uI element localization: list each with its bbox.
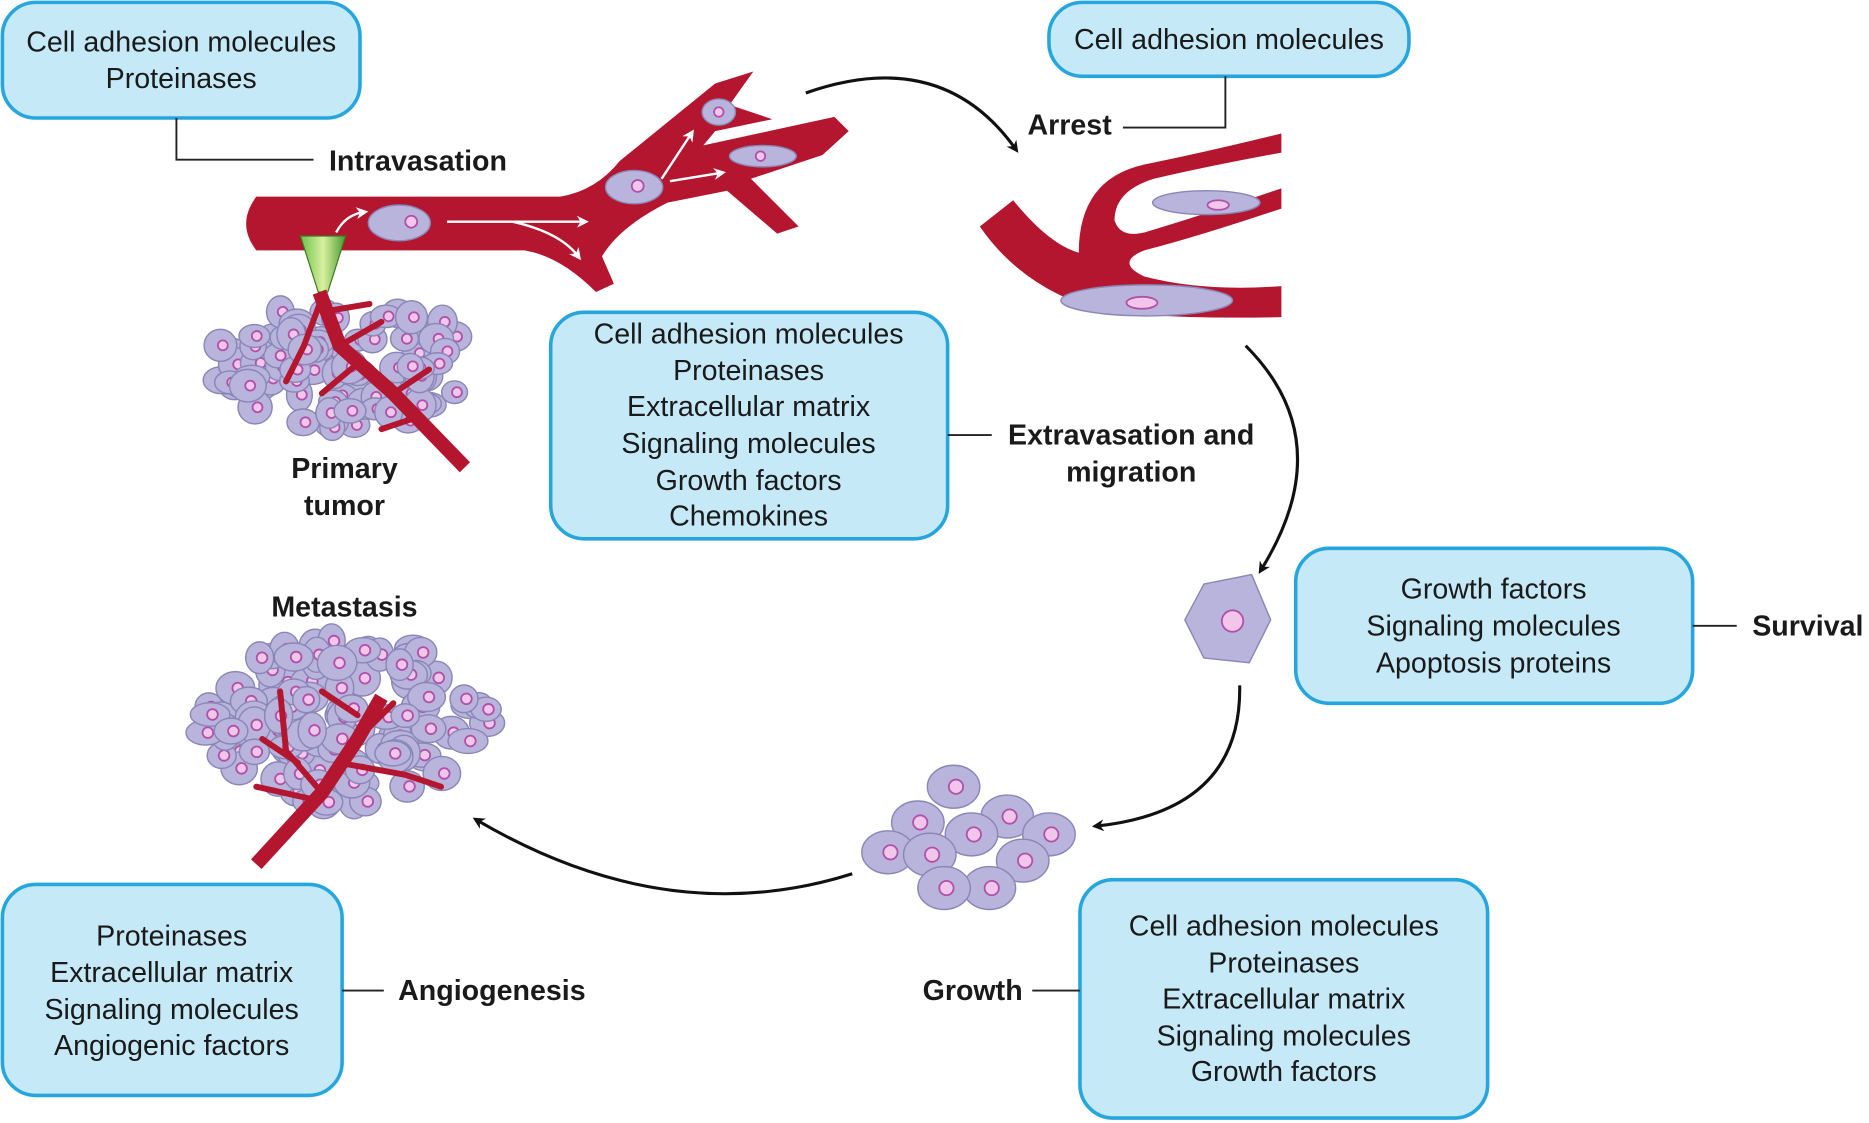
metastatic-tumor [185,623,506,870]
surviving-cell [1184,573,1272,664]
label-primary: Primary [291,453,398,485]
blood-vessel-branch [283,295,325,385]
box-text: Cell adhesion molecules [26,26,336,58]
box-text: Growth factors [656,465,842,497]
intravasation-cone [299,235,347,293]
blood-vessel-primary [246,71,849,293]
connector-intravasation [175,118,314,161]
label-tumor: tumor [304,490,385,522]
blood-vessel-branch [336,318,385,349]
box-text: Angiogenic factors [54,1030,289,1062]
box-growth: Cell adhesion molecules Proteinases Extr… [1078,877,1490,1120]
label-growth: Growth [923,975,1023,1007]
label-angiogenesis: Angiogenesis [398,975,585,1007]
blood-vessel-branch [277,688,325,796]
box-text: Chemokines [669,501,828,533]
box-text: Extracellular matrix [50,957,293,989]
box-text: Cell adhesion molecules [1074,24,1384,56]
box-text: Growth factors [1191,1056,1377,1088]
blood-vessel-branch [253,783,313,802]
label-migration: migration [1066,457,1196,489]
box-extravasation: Cell adhesion molecules Proteinases Extr… [548,310,950,541]
box-text: Apoptosis proteins [1376,647,1611,679]
box-text: Signaling molecules [621,428,875,460]
label-intravasation: Intravasation [329,145,507,177]
box-intravasation: Cell adhesion molecules Proteinases [0,0,362,120]
box-text: Extracellular matrix [1162,983,1405,1015]
blood-vessel-branch [318,688,361,719]
box-text: Extracellular matrix [627,391,870,423]
arrow-to-arrest [805,76,1019,153]
blood-vessel-branch [378,414,421,433]
label-extravasation: Extravasation and [1008,420,1254,452]
box-text: Proteinases [1208,948,1359,980]
blood-vessel-branch [318,360,361,397]
label-arrest: Arrest [1028,110,1113,142]
arrow-to-survival [1244,344,1300,574]
box-angiogenesis: Proteinases Extracellular matrix Signali… [0,882,344,1098]
connector-arrest [1122,76,1227,129]
box-text: Proteinases [106,63,257,95]
box-survival: Growth factors Signaling molecules Apopt… [1293,546,1695,706]
label-metastasis: Metastasis [271,591,417,623]
box-text: Cell adhesion molecules [1129,911,1439,943]
growing-cell-cluster [861,764,1076,911]
blood-vessel-branch [259,736,301,766]
box-text: Signaling molecules [44,994,298,1026]
blood-vessel-arrest [979,133,1282,318]
arrow-to-metastasis [472,817,853,896]
box-text: Proteinases [96,920,247,952]
box-arrest: Cell adhesion molecules [1047,0,1411,79]
box-text: Signaling molecules [1157,1020,1411,1052]
box-text: Cell adhesion molecules [594,318,904,350]
primary-tumor [202,289,473,473]
blood-vessel-branch [330,300,373,313]
box-text: Signaling molecules [1366,610,1620,642]
box-text: Growth factors [1401,573,1587,605]
blood-vessel-branch [336,759,445,790]
label-survival: Survival [1752,610,1863,642]
box-text: Proteinases [673,355,824,387]
blood-vessel-branch [390,366,433,397]
arrow-to-growth [1091,685,1242,832]
blood-vessel-branch [354,700,397,743]
